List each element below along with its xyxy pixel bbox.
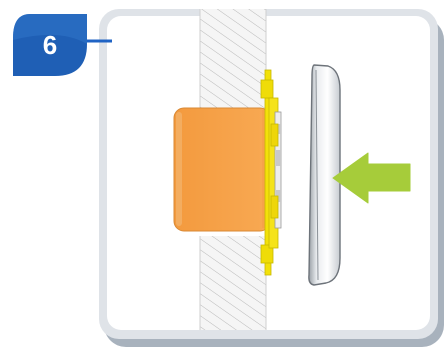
push-arrow-icon (332, 152, 411, 204)
front-cover-icon (308, 64, 341, 286)
step-badge (13, 14, 87, 76)
wall-section-icon (199, 9, 267, 330)
device-body-icon (173, 107, 274, 232)
mounting-bracket-icon (260, 69, 282, 276)
